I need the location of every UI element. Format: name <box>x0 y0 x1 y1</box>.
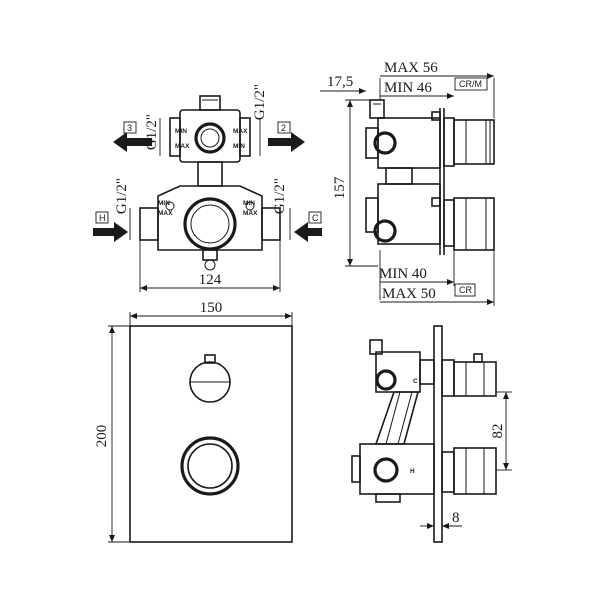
max-label-bottom-left: MAX <box>158 210 173 217</box>
dimension-min-46: MIN 46 <box>384 80 432 96</box>
dimension-max-50: MAX 50 <box>382 286 436 302</box>
min-label-bottom-left: MIN <box>158 200 170 207</box>
max-label-top-left: MAX <box>175 143 190 150</box>
max-label-bottom-right: MAX <box>243 210 258 217</box>
installed-side-view: C H <box>351 325 497 543</box>
side-c-label: C <box>413 378 418 385</box>
outlet-3-label: 3 <box>127 123 132 133</box>
min-label-top-left: MIN <box>175 128 187 135</box>
finish-cr-box <box>454 283 476 297</box>
dimension-157: 157 <box>332 176 348 199</box>
valve-body-front-view: MIN MAX MAX MIN MIN MIN MAX MAX <box>139 95 281 271</box>
face-plate-front-view <box>129 325 293 543</box>
thread-label-top-right: G1/2" <box>252 84 268 120</box>
outlet-2-label: 2 <box>281 123 286 133</box>
thread-label-bottom-right: G1/2" <box>272 178 288 214</box>
finish-crm-label: CR/M <box>459 79 482 89</box>
side-h-label: H <box>410 468 415 475</box>
dimension-150: 150 <box>200 300 223 316</box>
min-label-top-right: MIN <box>233 143 245 150</box>
cold-inlet-label: C <box>312 213 319 223</box>
thread-label-bottom-left: G1/2" <box>114 178 130 214</box>
max-label-top-right: MAX <box>233 128 248 135</box>
dimension-124: 124 <box>199 272 222 288</box>
min-label-bottom-right: MIN <box>243 200 255 207</box>
hot-inlet-label: H <box>99 213 106 223</box>
dimension-17-5: 17,5 <box>327 74 353 90</box>
dimension-min-40: MIN 40 <box>379 266 427 282</box>
outlet-3-arrow-icon: 3 <box>113 121 152 152</box>
dimension-max-56: MAX 56 <box>384 60 438 76</box>
valve-side-view <box>365 99 495 255</box>
finish-cr-label: CR <box>459 285 472 295</box>
finish-crm-box <box>454 77 488 91</box>
cold-inlet-arrow-icon: C <box>294 211 322 242</box>
dimension-8: 8 <box>452 510 460 526</box>
outlet-2-arrow-icon: 2 <box>268 121 305 152</box>
dimension-200: 200 <box>94 425 110 448</box>
dimension-82: 82 <box>490 424 506 439</box>
hot-inlet-arrow-icon: H <box>93 211 128 242</box>
